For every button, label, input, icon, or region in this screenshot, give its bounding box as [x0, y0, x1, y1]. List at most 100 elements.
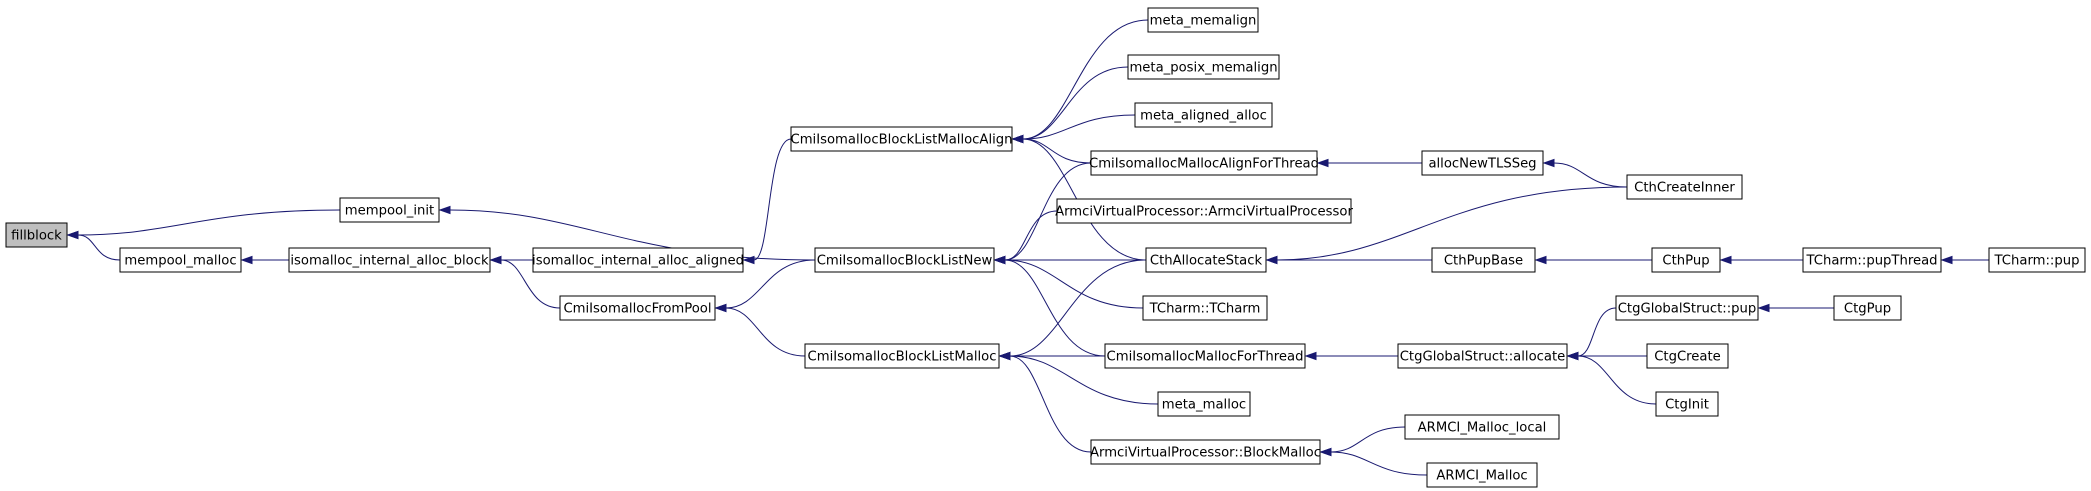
arrowhead-icon: [1542, 158, 1555, 168]
node-box: [1104, 343, 1306, 369]
edge-cmiisomallocmallocalignforthread-to-cmiisomallocblocklistmallocalign: [1011, 134, 1092, 164]
node-label: CtgInit: [1665, 398, 1709, 413]
node-meta-memalign[interactable]: meta_memalign: [1147, 7, 1259, 33]
edge-line: [1004, 210, 1058, 261]
node-label: CtgGlobalStruct::allocate: [1400, 350, 1566, 365]
edge-line: [1330, 451, 1428, 476]
node-box: [1651, 247, 1721, 273]
node-label: mempool_malloc: [124, 254, 236, 269]
node-label: CmiIsomallocMallocAlignForThread: [1089, 157, 1319, 172]
arrowhead-icon: [742, 255, 755, 265]
arrowhead-icon: [1316, 158, 1329, 168]
node-box: [1833, 295, 1902, 321]
arrowhead-icon: [66, 230, 79, 240]
edge-line: [1009, 355, 1092, 453]
node-label: meta_aligned_alloc: [1140, 109, 1267, 124]
node-ctgcreate[interactable]: CtgCreate: [1646, 343, 1729, 369]
node-armci-malloc[interactable]: ARMCI_Malloc: [1426, 462, 1538, 488]
node-armcivp-blockmalloc[interactable]: ArmciVirtualProcessor::BlockMalloc: [1090, 439, 1321, 465]
node-ctgglobalstruct-pup[interactable]: CtgGlobalStruct::pup: [1615, 295, 1759, 321]
node-box: [1090, 439, 1321, 465]
edge-line: [500, 259, 561, 309]
edge-line: [1009, 259, 1147, 357]
node-cmiisomallocmallocforthread[interactable]: CmiIsomallocMallocForThread: [1104, 343, 1306, 369]
node-box: [1147, 7, 1259, 33]
node-label: CthCreateInner: [1634, 181, 1735, 196]
node-tcharm-tcharm[interactable]: TCharm::TCharm: [1142, 295, 1268, 321]
node-box: [804, 343, 1000, 369]
node-cthpupbase[interactable]: CthPupBase: [1431, 247, 1536, 273]
node-armci-malloc-local[interactable]: ARMCI_Malloc_local: [1404, 414, 1560, 440]
node-label: ARMCI_Malloc: [1436, 469, 1527, 484]
node-label: CmiIsomallocBlockListMalloc: [808, 350, 997, 365]
node-box: [1404, 414, 1560, 440]
edge-armci-malloc-local-to-armcivp-blockmalloc: [1319, 426, 1406, 457]
node-box: [1426, 462, 1538, 488]
node-box: [1056, 198, 1352, 224]
node-mempool-init[interactable]: mempool_init: [339, 197, 440, 223]
node-box: [1397, 343, 1568, 369]
arrowhead-icon: [1719, 255, 1732, 265]
arrowhead-icon: [1940, 255, 1953, 265]
node-ctgpup[interactable]: CtgPup: [1833, 295, 1902, 321]
node-cmiisomallocblocklistmalloc[interactable]: CmiIsomallocBlockListMalloc: [804, 343, 1000, 369]
node-label: CtgGlobalStruct::pup: [1618, 302, 1757, 317]
node-label: TCharm::pupThread: [1805, 254, 1937, 269]
arrowhead-icon: [1757, 303, 1770, 313]
node-isomalloc-internal-alloc-aligned[interactable]: isomalloc_internal_alloc_aligned: [532, 247, 744, 273]
edge-line: [1022, 19, 1149, 140]
edge-line: [1022, 114, 1136, 140]
edge-cmiisomallocfrompool-to-isomalloc-internal-alloc-block: [489, 255, 561, 309]
edge-line: [77, 234, 121, 261]
node-ctgglobalstruct-allocate[interactable]: CtgGlobalStruct::allocate: [1397, 343, 1568, 369]
node-cthcreateinner[interactable]: CthCreateInner: [1626, 174, 1743, 200]
edge-cmiisomallocblocklistmallocalign-to-isomalloc-internal-alloc-aligned: [742, 138, 792, 265]
edge-cthcreateinner-to-allocnewtlsseg: [1542, 158, 1628, 188]
edge-line: [1022, 138, 1092, 164]
arrowhead-icon: [1304, 351, 1317, 361]
node-label: meta_posix_memalign: [1129, 61, 1277, 76]
node-label: allocNewTLSSeg: [1428, 157, 1536, 172]
node-cmiisomallocmallocalignforthread[interactable]: CmiIsomallocMallocAlignForThread: [1089, 150, 1319, 176]
node-meta-posix-memalign[interactable]: meta_posix_memalign: [1127, 54, 1280, 80]
edge-tcharm-pupthread-to-cthpup: [1719, 255, 1803, 265]
node-label: CmiIsomallocFromPool: [563, 302, 711, 317]
node-box: [1157, 391, 1251, 417]
node-tcharm-pupthread[interactable]: TCharm::pupThread: [1802, 247, 1942, 273]
node-label: isomalloc_internal_alloc_aligned: [532, 254, 744, 269]
arrowhead-icon: [1011, 134, 1024, 144]
node-armcivp-ctor[interactable]: ArmciVirtualProcessor::ArmciVirtualProce…: [1055, 198, 1353, 224]
node-label: meta_memalign: [1150, 14, 1257, 29]
node-box: [790, 126, 1013, 152]
node-cthallocatestack[interactable]: CthAllocateStack: [1145, 247, 1267, 273]
edge-line: [1022, 66, 1129, 140]
edge-line: [1330, 426, 1406, 453]
node-meta-malloc[interactable]: meta_malloc: [1157, 391, 1251, 417]
edge-ctgglobalstruct-allocate-to-cmiisomallocmallocforthread: [1304, 351, 1398, 361]
arrowhead-icon: [1319, 447, 1332, 457]
node-box: [532, 247, 744, 273]
node-meta-aligned-alloc[interactable]: meta_aligned_alloc: [1134, 102, 1273, 128]
node-box: [1127, 54, 1280, 80]
arrowhead-icon: [993, 255, 1006, 265]
node-cmiisomallocblocklistnew[interactable]: CmiIsomallocBlockListNew: [814, 247, 995, 273]
node-box: [1145, 247, 1267, 273]
node-ctginit[interactable]: CtgInit: [1655, 391, 1719, 417]
arrowhead-icon: [1534, 255, 1547, 265]
node-tcharm-pup[interactable]: TCharm::pup: [1988, 247, 2086, 273]
edge-line: [753, 138, 792, 261]
node-label: CthPupBase: [1444, 254, 1523, 269]
node-cmiisomallocblocklistmallocalign[interactable]: CmiIsomallocBlockListMallocAlign: [790, 126, 1013, 152]
edge-cthpup-to-cthpupbase: [1534, 255, 1652, 265]
arrowhead-icon: [1566, 351, 1579, 361]
edge-meta-posix-memalign-to-cmiisomallocblocklistmallocalign: [1011, 66, 1129, 144]
edge-meta-aligned-alloc-to-cmiisomallocblocklistmallocalign: [1011, 114, 1136, 144]
node-cmiisomallocfrompool[interactable]: CmiIsomallocFromPool: [559, 295, 716, 321]
edge-cthpupbase-to-cthallocatestack: [1265, 255, 1432, 265]
node-allocnewtlsseg[interactable]: allocNewTLSSeg: [1421, 150, 1544, 176]
node-cthpup[interactable]: CthPup: [1651, 247, 1721, 273]
node-mempool-malloc[interactable]: mempool_malloc: [119, 247, 242, 273]
node-isomalloc-internal-alloc-block[interactable]: isomalloc_internal_alloc_block: [288, 247, 491, 273]
